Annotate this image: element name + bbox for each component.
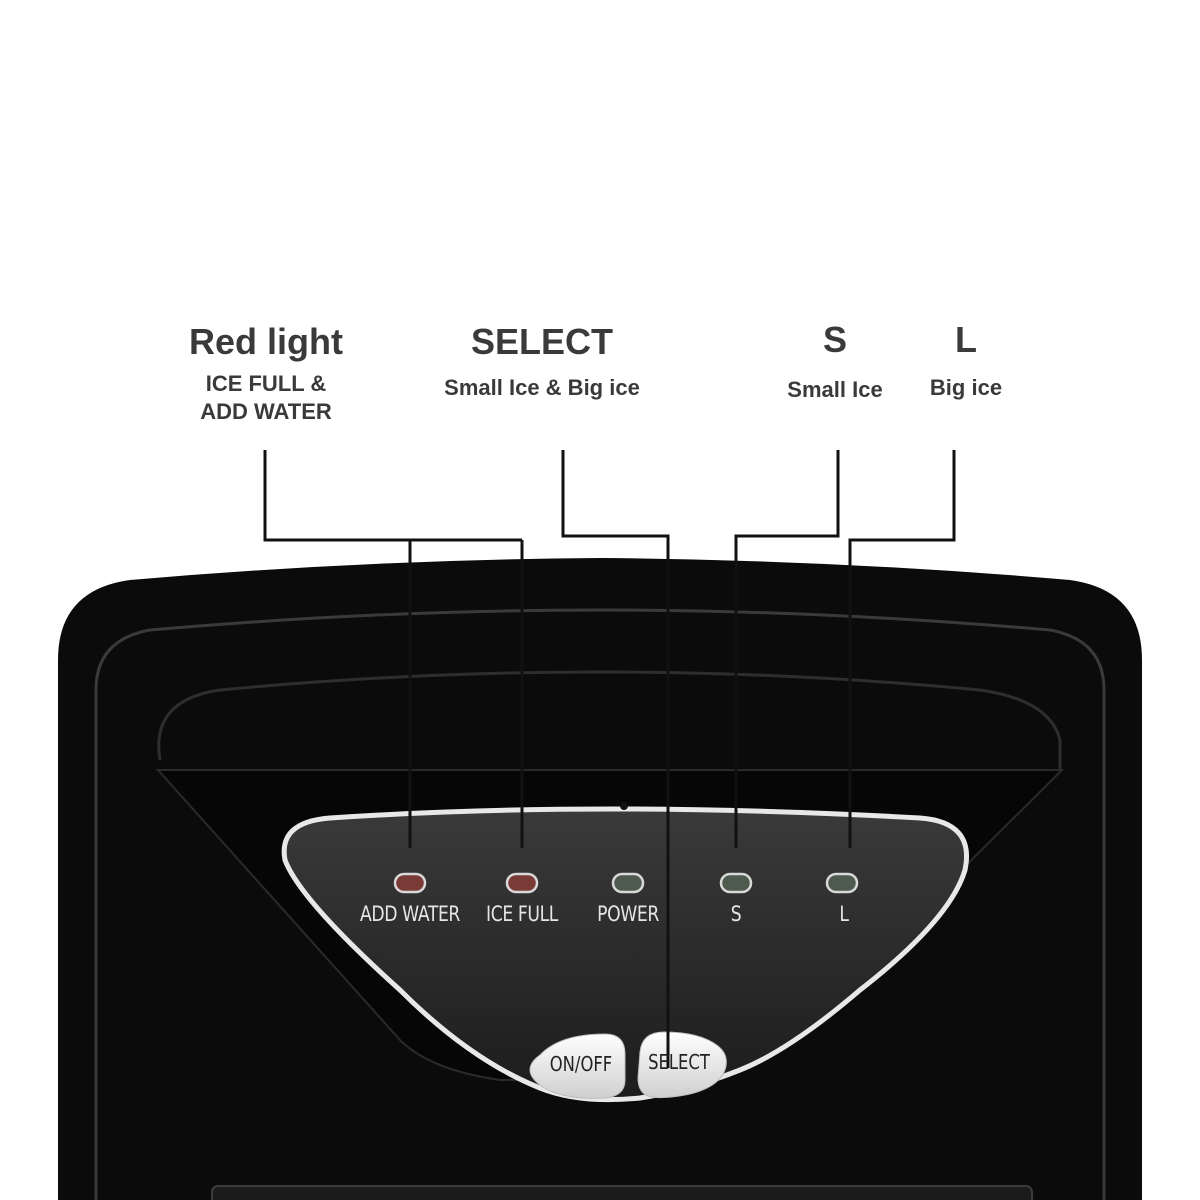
callout-l-title: L [955,319,977,360]
on-off-button[interactable] [529,1033,626,1099]
indicator-light-s [719,872,753,894]
callout-l-subtitle: Big ice [929,375,1003,400]
callout-red-light: Red light ICE FULL & ADD WATER [166,322,366,426]
callout-select-subtitle: Small Ice & Big ice [444,375,640,400]
callout-l: L Big ice [896,320,1036,402]
control-panel [281,806,969,1103]
select-button-label[interactable]: SELECT [648,1050,710,1074]
leader-line-red-light [263,450,524,848]
callout-select: SELECT Small Ice & Big ice [412,322,672,402]
indicator-light-l [825,872,859,894]
indicator-light-power [611,872,645,894]
leader-line-select [561,450,670,1068]
indicator-label-add-water: ADD WATER [360,902,460,926]
indicator-light-ice-full [505,872,539,894]
callout-s-title: S [822,319,847,360]
body-rim [94,608,1106,1200]
indicator-label-s: S [730,902,742,926]
callout-s-subtitle: Small Ice [787,377,883,402]
leader-line-l [848,450,956,848]
top-bevel [157,670,1062,770]
select-button[interactable] [637,1031,727,1099]
on-off-button-label[interactable]: ON/OFF [549,1052,613,1076]
ice-window [211,1185,1033,1200]
indicator-label-ice-full: ICE FULL [486,902,558,926]
callout-s: S Small Ice [760,320,910,404]
callout-red-light-title: Red light [189,321,343,362]
callout-select-title: SELECT [470,321,613,362]
indicator-label-l: L [839,902,849,926]
callout-red-light-subtitle: ICE FULL & ADD WATER [200,371,332,424]
sensor-dot [620,802,628,810]
leader-line-s [734,450,840,848]
indicator-light-add-water [393,872,427,894]
indicator-label-power: POWER [597,902,659,926]
